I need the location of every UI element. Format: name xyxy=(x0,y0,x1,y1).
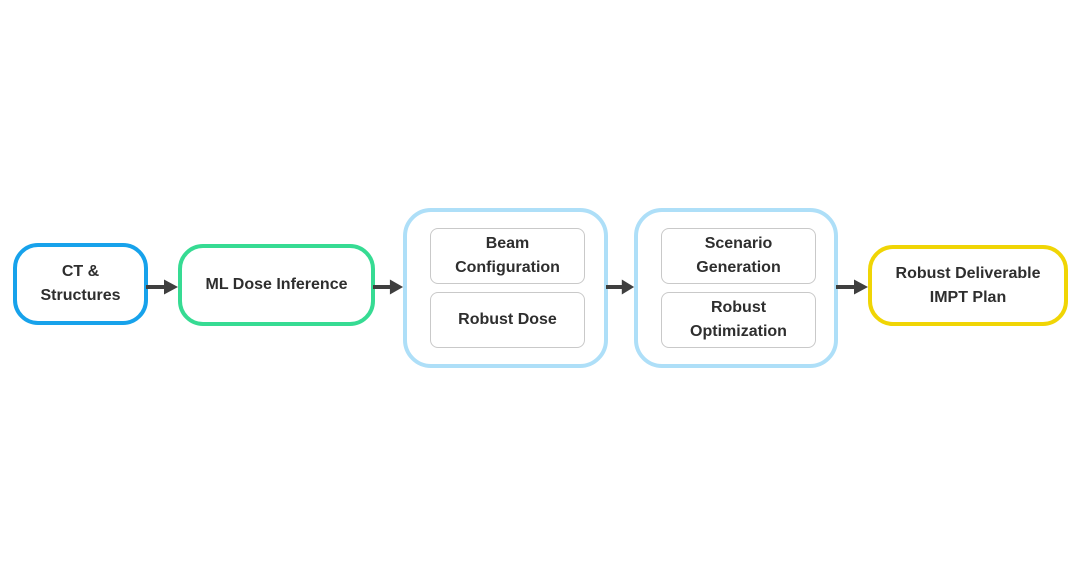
subnode-robust-optimization: Robust Optimization xyxy=(661,292,816,348)
node-ct-structures: CT & Structures xyxy=(13,243,148,325)
node-robust-impt-plan-label-line1: Robust Deliverable xyxy=(895,264,1041,282)
group-beam-dose: Beam Configuration Robust Dose xyxy=(403,208,608,368)
flow-arrow-icon xyxy=(836,278,869,296)
node-robust-impt-plan: Robust Deliverable IMPT Plan xyxy=(868,245,1068,326)
subnode-scenario-generation-label-line2: Generation xyxy=(696,259,781,276)
subnode-robust-optimization-label-line1: Robust xyxy=(710,299,767,316)
node-robust-impt-plan-label-line2: IMPT Plan xyxy=(929,288,1007,306)
node-ml-dose-inference: ML Dose Inference xyxy=(178,244,375,326)
node-ct-structures-label-line2: Structures xyxy=(40,287,121,304)
node-ct-structures-label-line1: CT & xyxy=(61,263,100,280)
node-ml-dose-inference-label: ML Dose Inference xyxy=(205,276,348,293)
subnode-beam-configuration: Beam Configuration xyxy=(430,228,585,284)
subnode-robust-dose: Robust Dose xyxy=(430,292,585,348)
flow-arrow-icon xyxy=(146,278,179,296)
flow-arrow-icon xyxy=(606,278,635,296)
subnode-beam-configuration-label-line1: Beam xyxy=(485,235,530,252)
subnode-robust-optimization-label-line2: Optimization xyxy=(690,323,787,340)
flow-arrow-icon xyxy=(373,278,404,296)
subnode-scenario-generation: Scenario Generation xyxy=(661,228,816,284)
subnode-beam-configuration-label-line2: Configuration xyxy=(455,259,560,276)
subnode-robust-dose-label: Robust Dose xyxy=(458,311,557,328)
group-scenario-optimization: Scenario Generation Robust Optimization xyxy=(634,208,838,368)
subnode-scenario-generation-label-line1: Scenario xyxy=(704,235,773,252)
